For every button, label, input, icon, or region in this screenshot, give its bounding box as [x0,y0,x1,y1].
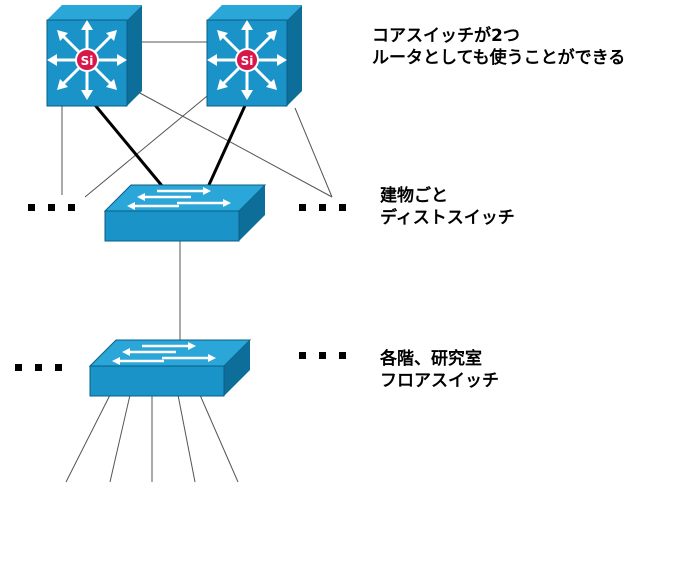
ellipsis-floor-right [299,352,346,359]
core-left-dist-link [88,98,165,188]
ellipsis-floor-left [15,364,62,371]
distribution-switch-label: 建物ごと ディストスイッチ [380,185,515,229]
floor-switch-label: 各階、研究室 フロアスイッチ [380,348,499,392]
access-link-5 [199,394,239,483]
core-switch-label-line1: コアスイッチが2つ [372,26,520,46]
switch-arrows-icon [127,187,231,210]
core-switch-left: Si [46,5,142,107]
distribution-switch-label-line2: ディストスイッチ [380,208,515,228]
si-badge-icon [235,48,259,72]
thick-links [88,98,250,188]
si-badge-label: Si [81,54,94,68]
ellipsis-dist-left [28,204,75,211]
distribution-switch [103,184,267,242]
floor-switch [88,339,252,397]
core-left-to-right-dots-link [137,91,333,198]
access-link-2 [109,394,131,483]
core-switch-label-line2: ルータとしても使うことができる [372,48,626,68]
si-badge-icon [75,48,99,72]
si-badge-label: Si [241,54,254,68]
floor-switch-label-line1: 各階、研究室 [380,349,482,369]
ellipsis-dist-right [299,204,346,211]
switch-arrows-icon [112,342,216,365]
core-switch-label: コアスイッチが2つ ルータとしても使うことができる [372,25,625,69]
distribution-switch-label-line1: 建物ごと [380,186,448,206]
core-right-to-right-dots-link [294,107,333,198]
thin-links [61,41,333,483]
core-switch-right: Si [206,5,302,107]
core-right-to-left-dots-link [84,91,213,198]
floor-switch-label-line2: フロアスイッチ [380,371,499,391]
access-link-1 [65,394,111,483]
core-right-dist-link [206,98,250,188]
access-link-4 [177,394,196,483]
